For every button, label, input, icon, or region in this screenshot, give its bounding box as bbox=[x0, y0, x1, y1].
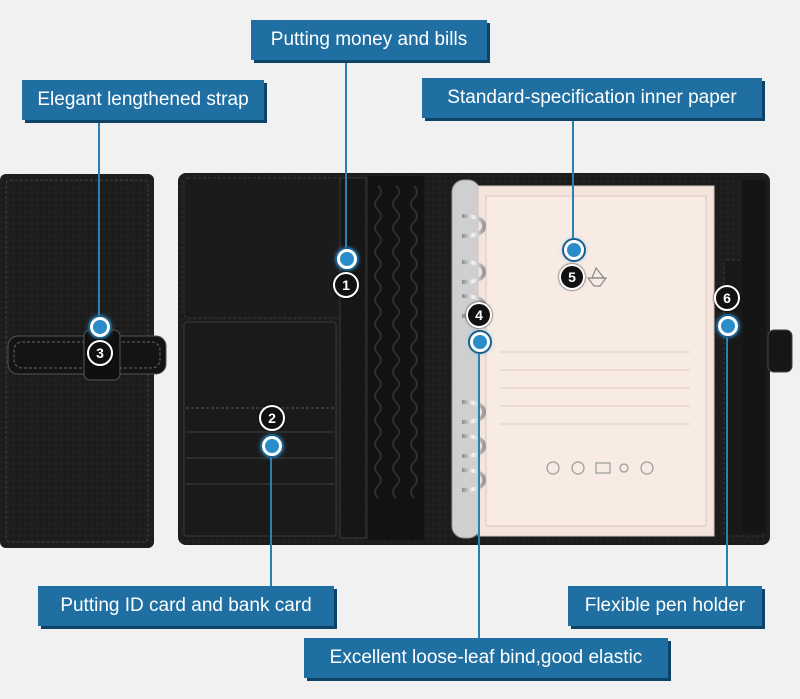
highlight-dot-strap bbox=[90, 317, 110, 337]
badge-1: 1 bbox=[333, 272, 359, 298]
closed-binder bbox=[0, 174, 167, 548]
highlight-dot-money bbox=[337, 249, 357, 269]
open-binder bbox=[178, 173, 793, 545]
highlight-dot-binding bbox=[470, 332, 490, 352]
badge-4: 4 bbox=[466, 302, 492, 328]
label-pen: Flexible pen holder bbox=[568, 586, 762, 626]
label-strap: Elegant lengthened strap bbox=[22, 80, 264, 120]
label-money: Putting money and bills bbox=[251, 20, 487, 60]
leader-binding bbox=[478, 346, 480, 638]
label-id-card: Putting ID card and bank card bbox=[38, 586, 334, 626]
leader-paper bbox=[572, 118, 574, 240]
badge-3: 3 bbox=[87, 340, 113, 366]
leader-strap bbox=[98, 120, 100, 320]
label-paper: Standard-specification inner paper bbox=[422, 78, 762, 118]
badge-6: 6 bbox=[714, 285, 740, 311]
highlight-dot-id-card bbox=[262, 436, 282, 456]
highlight-dot-pen bbox=[718, 316, 738, 336]
leader-money bbox=[345, 60, 347, 250]
leader-id-card bbox=[270, 444, 272, 586]
badge-2: 2 bbox=[259, 405, 285, 431]
label-binding: Excellent loose-leaf bind,good elastic bbox=[304, 638, 668, 678]
leader-pen bbox=[726, 330, 728, 586]
highlight-dot-paper bbox=[564, 240, 584, 260]
badge-5: 5 bbox=[559, 264, 585, 290]
